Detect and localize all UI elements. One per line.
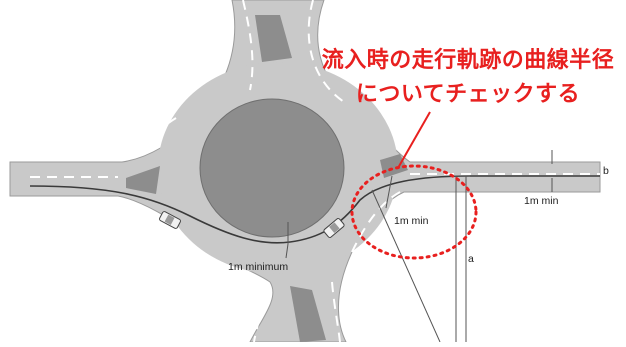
label-dimension-a: a xyxy=(468,253,474,265)
dimension-lines xyxy=(285,150,553,343)
central-island xyxy=(199,98,345,238)
pointer-line xyxy=(397,111,431,169)
annotation-line-1: 流入時の走行軌跡の曲線半径 xyxy=(321,48,615,73)
lane-markings xyxy=(30,0,600,343)
label-1m-min-mid: 1m min xyxy=(394,215,429,227)
splitter-islands xyxy=(126,15,408,342)
label-1m-min-right: 1m min xyxy=(524,195,559,207)
annotation-line-2: についてチェックする xyxy=(355,82,581,107)
car-left xyxy=(159,211,181,229)
label-dimension-b: b xyxy=(603,165,609,177)
highlight-circle xyxy=(350,164,478,260)
car-right xyxy=(323,218,345,238)
annotation-text: 流入時の走行軌跡の曲線半径 についてチェックする xyxy=(318,44,618,112)
vehicle-path xyxy=(29,175,600,244)
label-1m-minimum: 1m minimum xyxy=(228,261,288,273)
